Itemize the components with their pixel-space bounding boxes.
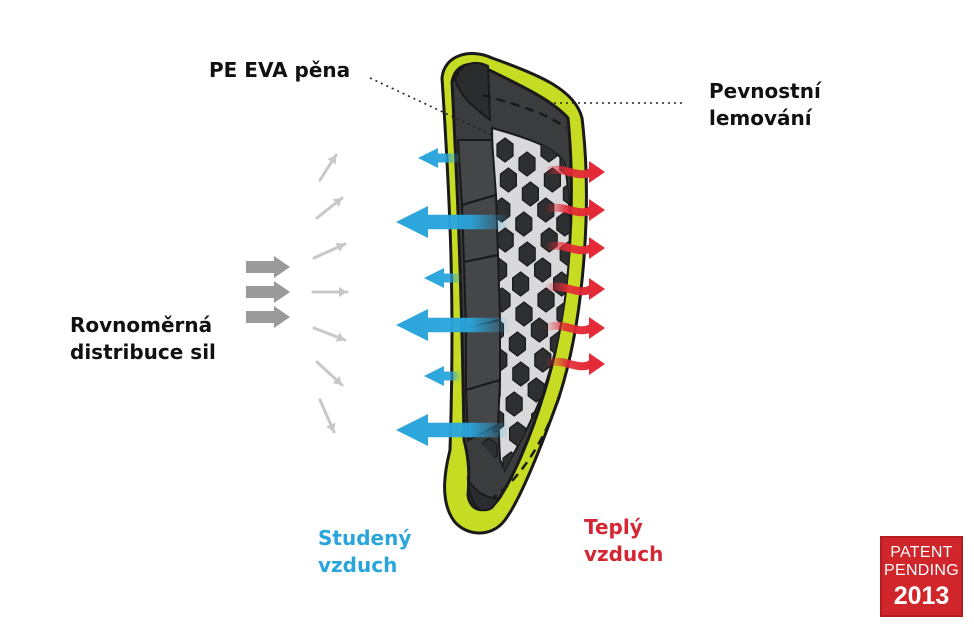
force-spread-head xyxy=(326,422,336,432)
incoming-force-arrows xyxy=(246,256,290,328)
mesh-cell xyxy=(543,451,561,470)
mesh-cell xyxy=(521,181,539,207)
incoming-force-arrow xyxy=(246,281,290,303)
warm-air-stream xyxy=(543,357,593,371)
label-warm-air: Teplý vzduch xyxy=(584,515,664,566)
label-reinforced-edging: Pevnostní lemování xyxy=(709,79,821,130)
mesh-cell xyxy=(496,227,514,253)
top-curl xyxy=(453,62,492,123)
mesh-cell xyxy=(537,287,555,313)
warm-air-stream xyxy=(543,203,593,217)
cold-air-arrow xyxy=(396,206,510,238)
label-cold-air: Studený vzduch xyxy=(318,526,412,577)
incoming-force-arrow xyxy=(246,306,290,328)
cold-air-arrow xyxy=(424,268,462,288)
badge-line2: PENDING xyxy=(884,562,959,579)
mesh-cell xyxy=(515,301,533,327)
mesh-cell xyxy=(518,151,536,177)
stitch-bottom xyxy=(489,394,562,502)
warm-air-stream xyxy=(543,165,593,179)
mesh-cell xyxy=(499,167,517,193)
warm-air-stream xyxy=(543,241,593,255)
distributed-force-arrows xyxy=(311,153,349,434)
badge-year: 2013 xyxy=(893,582,950,610)
mesh-cell xyxy=(508,331,526,357)
incoming-force-arrow xyxy=(246,256,290,278)
mesh-cell xyxy=(556,211,570,237)
mesh-cell xyxy=(512,361,530,387)
warm-air-arrows xyxy=(543,161,605,375)
label-force-distribution: Rovnoměrná distribuce sil xyxy=(70,313,216,364)
mesh-cell xyxy=(562,181,570,207)
warm-air-arrowhead xyxy=(589,161,605,183)
mesh-cell xyxy=(518,241,536,267)
force-spread-head xyxy=(327,155,336,165)
force-spread-head xyxy=(339,287,347,297)
mesh-cell xyxy=(550,421,568,447)
force-spread-head xyxy=(335,332,345,342)
warm-air-arrowhead xyxy=(589,278,605,300)
cold-air-arrow xyxy=(418,148,460,168)
mesh-cell xyxy=(534,257,552,283)
label-pe-eva-foam: PE EVA pěna xyxy=(209,58,351,82)
warm-air-arrowhead xyxy=(589,317,605,339)
leader-foam xyxy=(369,77,493,136)
shin-guard xyxy=(440,52,588,535)
force-spread-head xyxy=(332,198,342,207)
cold-air-arrow xyxy=(396,414,510,446)
mesh-cell xyxy=(496,137,514,163)
warm-air-arrowhead xyxy=(589,353,605,375)
warm-air-arrowhead xyxy=(589,199,605,221)
mesh-cell xyxy=(515,211,533,237)
badge-line1: PATENT xyxy=(890,544,953,561)
mesh-cell xyxy=(512,271,530,297)
cold-air-arrows xyxy=(396,148,510,446)
mesh-cell xyxy=(530,317,548,343)
warm-air-stream xyxy=(543,321,593,335)
cold-air-arrow xyxy=(396,309,510,341)
patent-pending-badge: PATENT PENDING 2013 xyxy=(880,536,963,617)
mesh-cell xyxy=(505,391,523,417)
cold-air-arrow xyxy=(424,366,462,386)
bottom-curl xyxy=(466,476,503,512)
stitch-top xyxy=(481,93,567,129)
mesh-cell xyxy=(527,377,545,403)
force-spread-head xyxy=(332,375,342,385)
force-spread-head xyxy=(335,242,345,252)
warm-air-stream xyxy=(543,282,593,296)
warm-air-arrowhead xyxy=(589,237,605,259)
